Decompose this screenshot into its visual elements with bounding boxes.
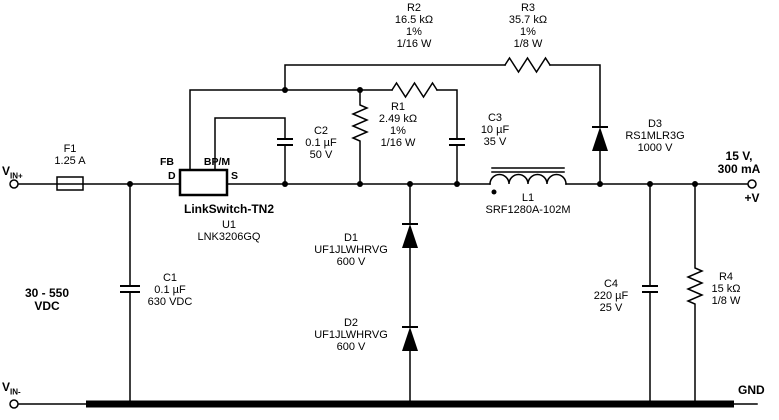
d2-label: D2 UF1JLWHRVG 600 V — [314, 317, 388, 353]
junction-dot — [357, 87, 363, 93]
wire-input-net — [17, 183, 181, 405]
junction-dot — [597, 181, 603, 187]
junction-dot — [454, 181, 460, 187]
wire-feedback-upper-net — [284, 64, 601, 185]
junction-dot — [407, 181, 413, 187]
resistor-r3-symbol — [503, 56, 552, 74]
terminal-vin-minus — [9, 399, 19, 409]
output-plus-v-label: +V — [744, 191, 760, 205]
wire-output-net — [565, 183, 749, 405]
f1-value: 1.25 A — [54, 155, 86, 167]
ic-ref-label: U1 — [221, 219, 237, 231]
junction-dot — [282, 87, 288, 93]
junction-dot — [691, 400, 699, 408]
r3-label: R3 35.7 kΩ 1% 1/8 W — [508, 2, 548, 50]
diode-d2-symbol — [402, 327, 418, 351]
r1-label: R1 2.49 kΩ 1% 1/16 W — [378, 101, 418, 149]
r4-label: R4 15 kΩ 1/8 W — [711, 271, 741, 307]
input-range-label: 30 - 550 VDC — [24, 286, 70, 313]
capacitor-c1-symbol — [120, 285, 140, 293]
vin-plus-label: VIN+ — [2, 164, 23, 181]
r2-label: R2 16.5 kΩ 1% 1/16 W — [394, 2, 434, 50]
resistor-r1-symbol — [351, 89, 369, 185]
junction-dot — [357, 181, 363, 187]
ic-pin-d-label: D — [168, 170, 176, 182]
ic-u1-body — [178, 168, 229, 197]
junction-dot — [126, 400, 134, 408]
ic-pin-s-label: S — [231, 170, 239, 182]
junction-dot — [282, 181, 288, 187]
junction-dot — [692, 181, 698, 187]
diode-d3-symbol — [592, 127, 608, 151]
l1-label: L1 SRF1280A-102M — [485, 192, 571, 216]
f1-label: F1 1.25 A — [42, 143, 98, 167]
gnd-label: GND — [738, 383, 765, 397]
c2-label: C2 0.1 µF 50 V — [305, 125, 337, 161]
ic-pin-bpm-label: BP/M — [203, 156, 231, 168]
c3-label: C3 10 µF 35 V — [480, 112, 510, 148]
junction-dot — [127, 181, 133, 187]
ic-pin-fb-label: FB — [160, 156, 174, 168]
c4-label: C4 220 µF 25 V — [593, 278, 629, 314]
f1-ref: F1 — [63, 143, 77, 155]
inductor-polarity-dot — [491, 189, 497, 195]
output-rating-label: 15 V, 300 mA — [717, 149, 761, 176]
capacitor-c2-symbol — [277, 138, 293, 146]
terminal-output — [747, 179, 757, 189]
wire-fb-net — [189, 89, 458, 185]
junction-dot — [647, 181, 653, 187]
inductor-l1-core — [491, 167, 565, 173]
vin-minus-label: VIN- — [2, 380, 21, 397]
junction-dot — [646, 400, 654, 408]
diode-d1-symbol — [402, 224, 418, 248]
resistor-r4-symbol — [686, 183, 704, 405]
ic-family-label: LinkSwitch-TN2 — [183, 202, 274, 216]
capacitor-c3-symbol — [449, 138, 465, 146]
inductor-l1-symbol — [489, 173, 567, 185]
terminal-vin-plus — [9, 179, 19, 189]
ic-part-label: LNK3206GQ — [197, 231, 261, 243]
d3-label: D3 RS1MLR3G 1000 V — [625, 118, 685, 154]
capacitor-c4-symbol — [642, 285, 658, 293]
c1-label: C1 0.1 µF 630 VDC — [147, 272, 193, 308]
wire-bpm-net — [214, 117, 286, 185]
resistor-r2-symbol — [390, 81, 439, 99]
d1-label: D1 UF1JLWHRVG 600 V — [314, 232, 388, 268]
junction-dot — [406, 400, 414, 408]
